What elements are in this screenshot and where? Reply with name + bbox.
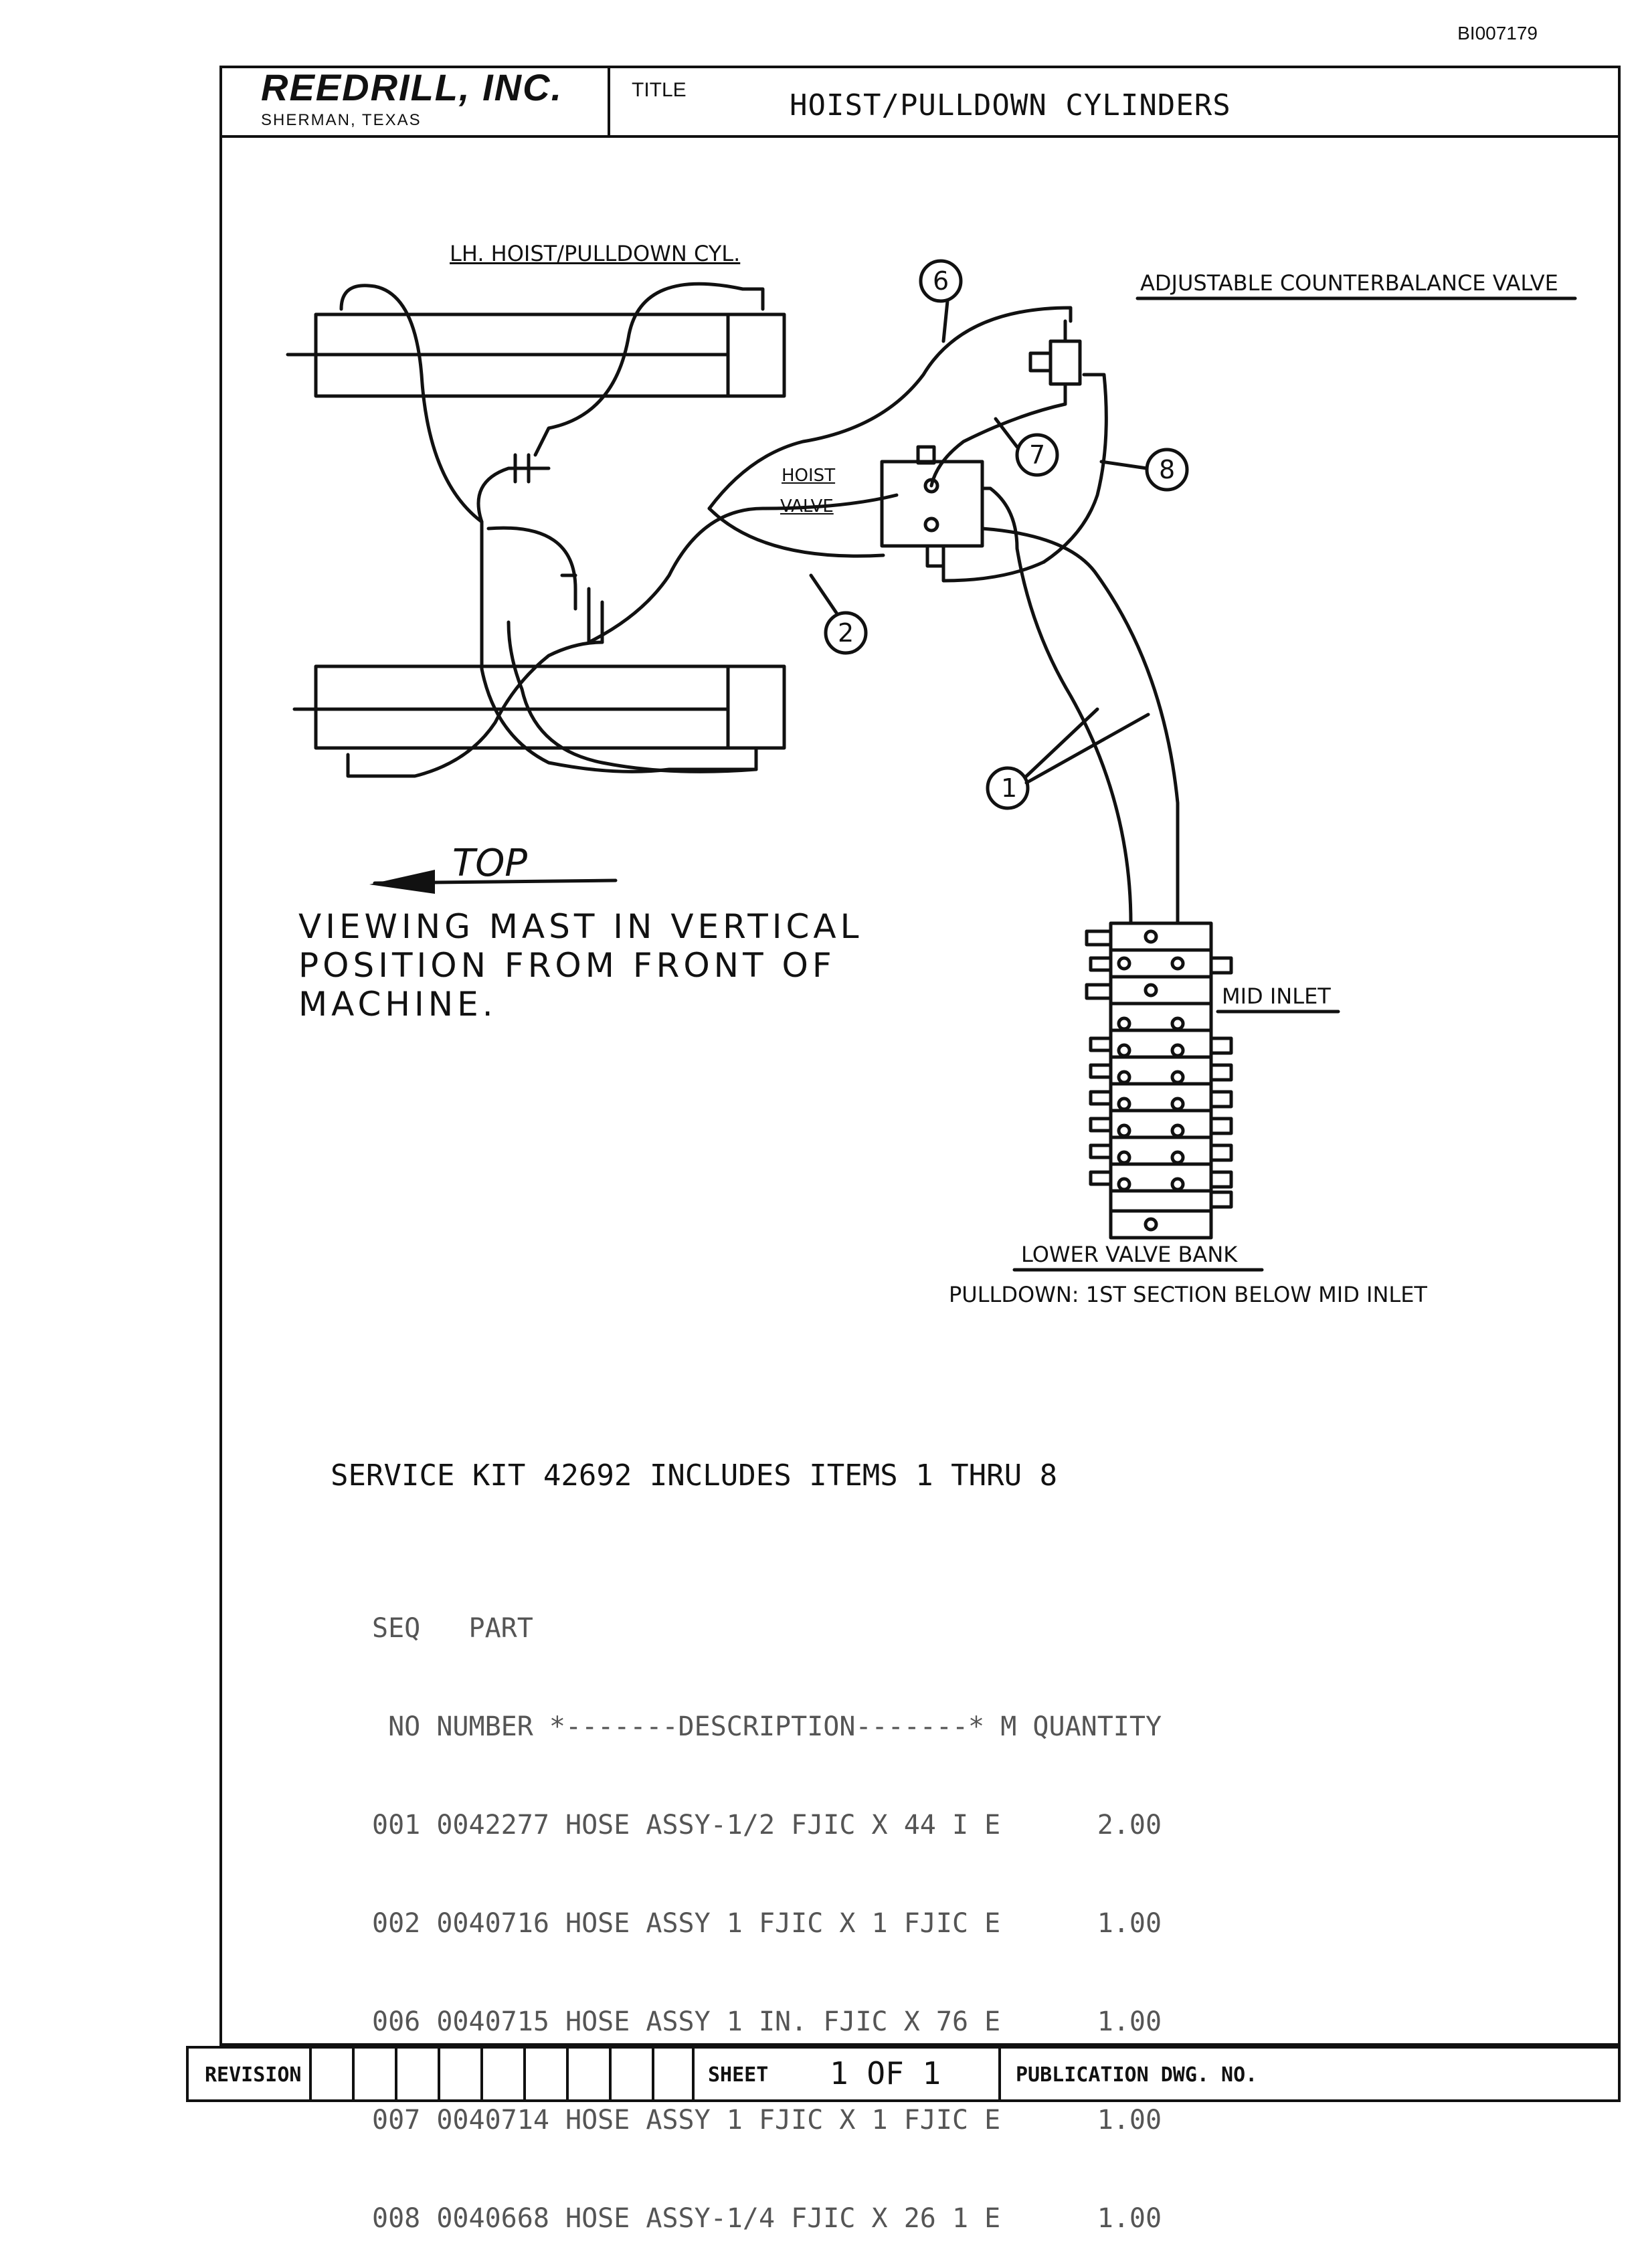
hose-8 bbox=[1042, 373, 1108, 564]
title-block-divider bbox=[608, 66, 610, 138]
hose-upper-left bbox=[339, 284, 484, 524]
drawing-title: HOIST/PULLDOWN CYLINDERS bbox=[790, 88, 1231, 122]
hose-7 bbox=[929, 402, 1067, 488]
lh-cylinder-label: LH. HOIST/PULLDOWN CYL. bbox=[450, 241, 741, 266]
hose-2-bottom bbox=[707, 506, 885, 558]
lower-valve-bank-label: LOWER VALVE BANK bbox=[1021, 1242, 1238, 1267]
hoist-valve-label-2: VALVE bbox=[780, 496, 834, 516]
hoist-valve-block bbox=[880, 460, 984, 548]
viewing-note-line-3: MACHINE. bbox=[298, 985, 497, 1024]
hoist-valve-top-port bbox=[916, 445, 936, 465]
callout-circle-7 bbox=[1015, 433, 1059, 477]
viewing-note-line-2: POSITION FROM FRONT OF bbox=[298, 946, 836, 985]
parts-table: SEQ PART NO NUMBER *-------DESCRIPTION--… bbox=[372, 1547, 1162, 2268]
title-block bbox=[219, 66, 1621, 138]
callout-circle-2 bbox=[824, 611, 868, 655]
parts-row: 007 0040714 HOSE ASSY 1 FJIC X 1 FJIC E … bbox=[372, 2105, 1162, 2136]
document-id: BI007179 bbox=[1457, 23, 1538, 43]
hose-to-hoist-valve-2 bbox=[587, 493, 899, 644]
parts-row: 006 0040715 HOSE ASSY 1 IN. FJIC X 76 E … bbox=[372, 2006, 1162, 2037]
parts-header-2: NO NUMBER *-------DESCRIPTION-------* M … bbox=[372, 1711, 1162, 1742]
callout-6: 6 bbox=[933, 266, 949, 296]
viewing-note: VIEWING MAST IN VERTICAL POSITION FROM F… bbox=[298, 907, 968, 1024]
hose-lower-cross bbox=[346, 640, 604, 778]
callout-circle-1 bbox=[986, 766, 1030, 810]
company-name: REEDRILL, INC. bbox=[261, 66, 563, 108]
hose-1-inner bbox=[941, 560, 1046, 583]
service-kit-note: SERVICE KIT 42692 INCLUDES ITEMS 1 THRU … bbox=[331, 1458, 1058, 1493]
title-label: TITLE bbox=[632, 79, 687, 101]
revision-block bbox=[186, 2046, 1621, 2102]
callout-2: 2 bbox=[838, 618, 854, 648]
lower-cylinder-body bbox=[314, 664, 786, 750]
hoist-valve-label-1: HOIST bbox=[782, 466, 836, 486]
sheet-label: SHEET bbox=[708, 2063, 769, 2087]
hose-2-loop bbox=[707, 306, 1073, 510]
drawing-frame bbox=[219, 66, 1621, 2046]
viewing-note-line-1: VIEWING MAST IN VERTICAL bbox=[298, 907, 863, 946]
parts-row: 002 0040716 HOSE ASSY 1 FJIC X 1 FJIC E … bbox=[372, 1908, 1162, 1939]
top-label: TOP bbox=[452, 842, 528, 885]
hose-tee-left bbox=[476, 466, 551, 524]
hose-upper-right bbox=[533, 282, 765, 457]
hose-mid-loop bbox=[480, 520, 758, 773]
counterbalance-label: ADJUSTABLE COUNTERBALANCE VALVE bbox=[1140, 270, 1558, 296]
callout-7: 7 bbox=[1029, 440, 1046, 470]
hose-1-left bbox=[980, 486, 1133, 925]
sheet-value: 1 OF 1 bbox=[830, 2055, 941, 2091]
callout-8: 8 bbox=[1159, 455, 1176, 484]
hose-1-right bbox=[980, 527, 1180, 925]
revision-label: REVISION bbox=[205, 2063, 302, 2087]
hose-lower-right bbox=[507, 620, 758, 773]
top-arrow-head bbox=[369, 870, 435, 894]
hydraulic-diagram bbox=[286, 259, 1577, 1272]
mid-inlet-label: MID INLET bbox=[1222, 983, 1331, 1009]
parts-header-1: SEQ PART bbox=[372, 1613, 533, 1644]
publication-label: PUBLICATION DWG. NO. bbox=[1016, 2063, 1258, 2087]
counterbalance-port bbox=[1028, 351, 1053, 373]
callout-circle-6 bbox=[919, 259, 963, 303]
parts-row: 008 0040668 HOSE ASSY-1/4 FJIC X 26 1 E … bbox=[372, 2203, 1162, 2234]
parts-row: 001 0042277 HOSE ASSY-1/2 FJIC X 44 I E … bbox=[372, 1810, 1162, 1840]
hose-mid-cross bbox=[486, 526, 577, 611]
company-location: SHERMAN, TEXAS bbox=[261, 111, 422, 129]
hoist-valve-bottom-port bbox=[925, 544, 945, 568]
callout-1: 1 bbox=[1001, 773, 1018, 803]
pulldown-note: PULLDOWN: 1ST SECTION BELOW MID INLET bbox=[949, 1282, 1427, 1307]
counterbalance-valve bbox=[1049, 339, 1082, 386]
